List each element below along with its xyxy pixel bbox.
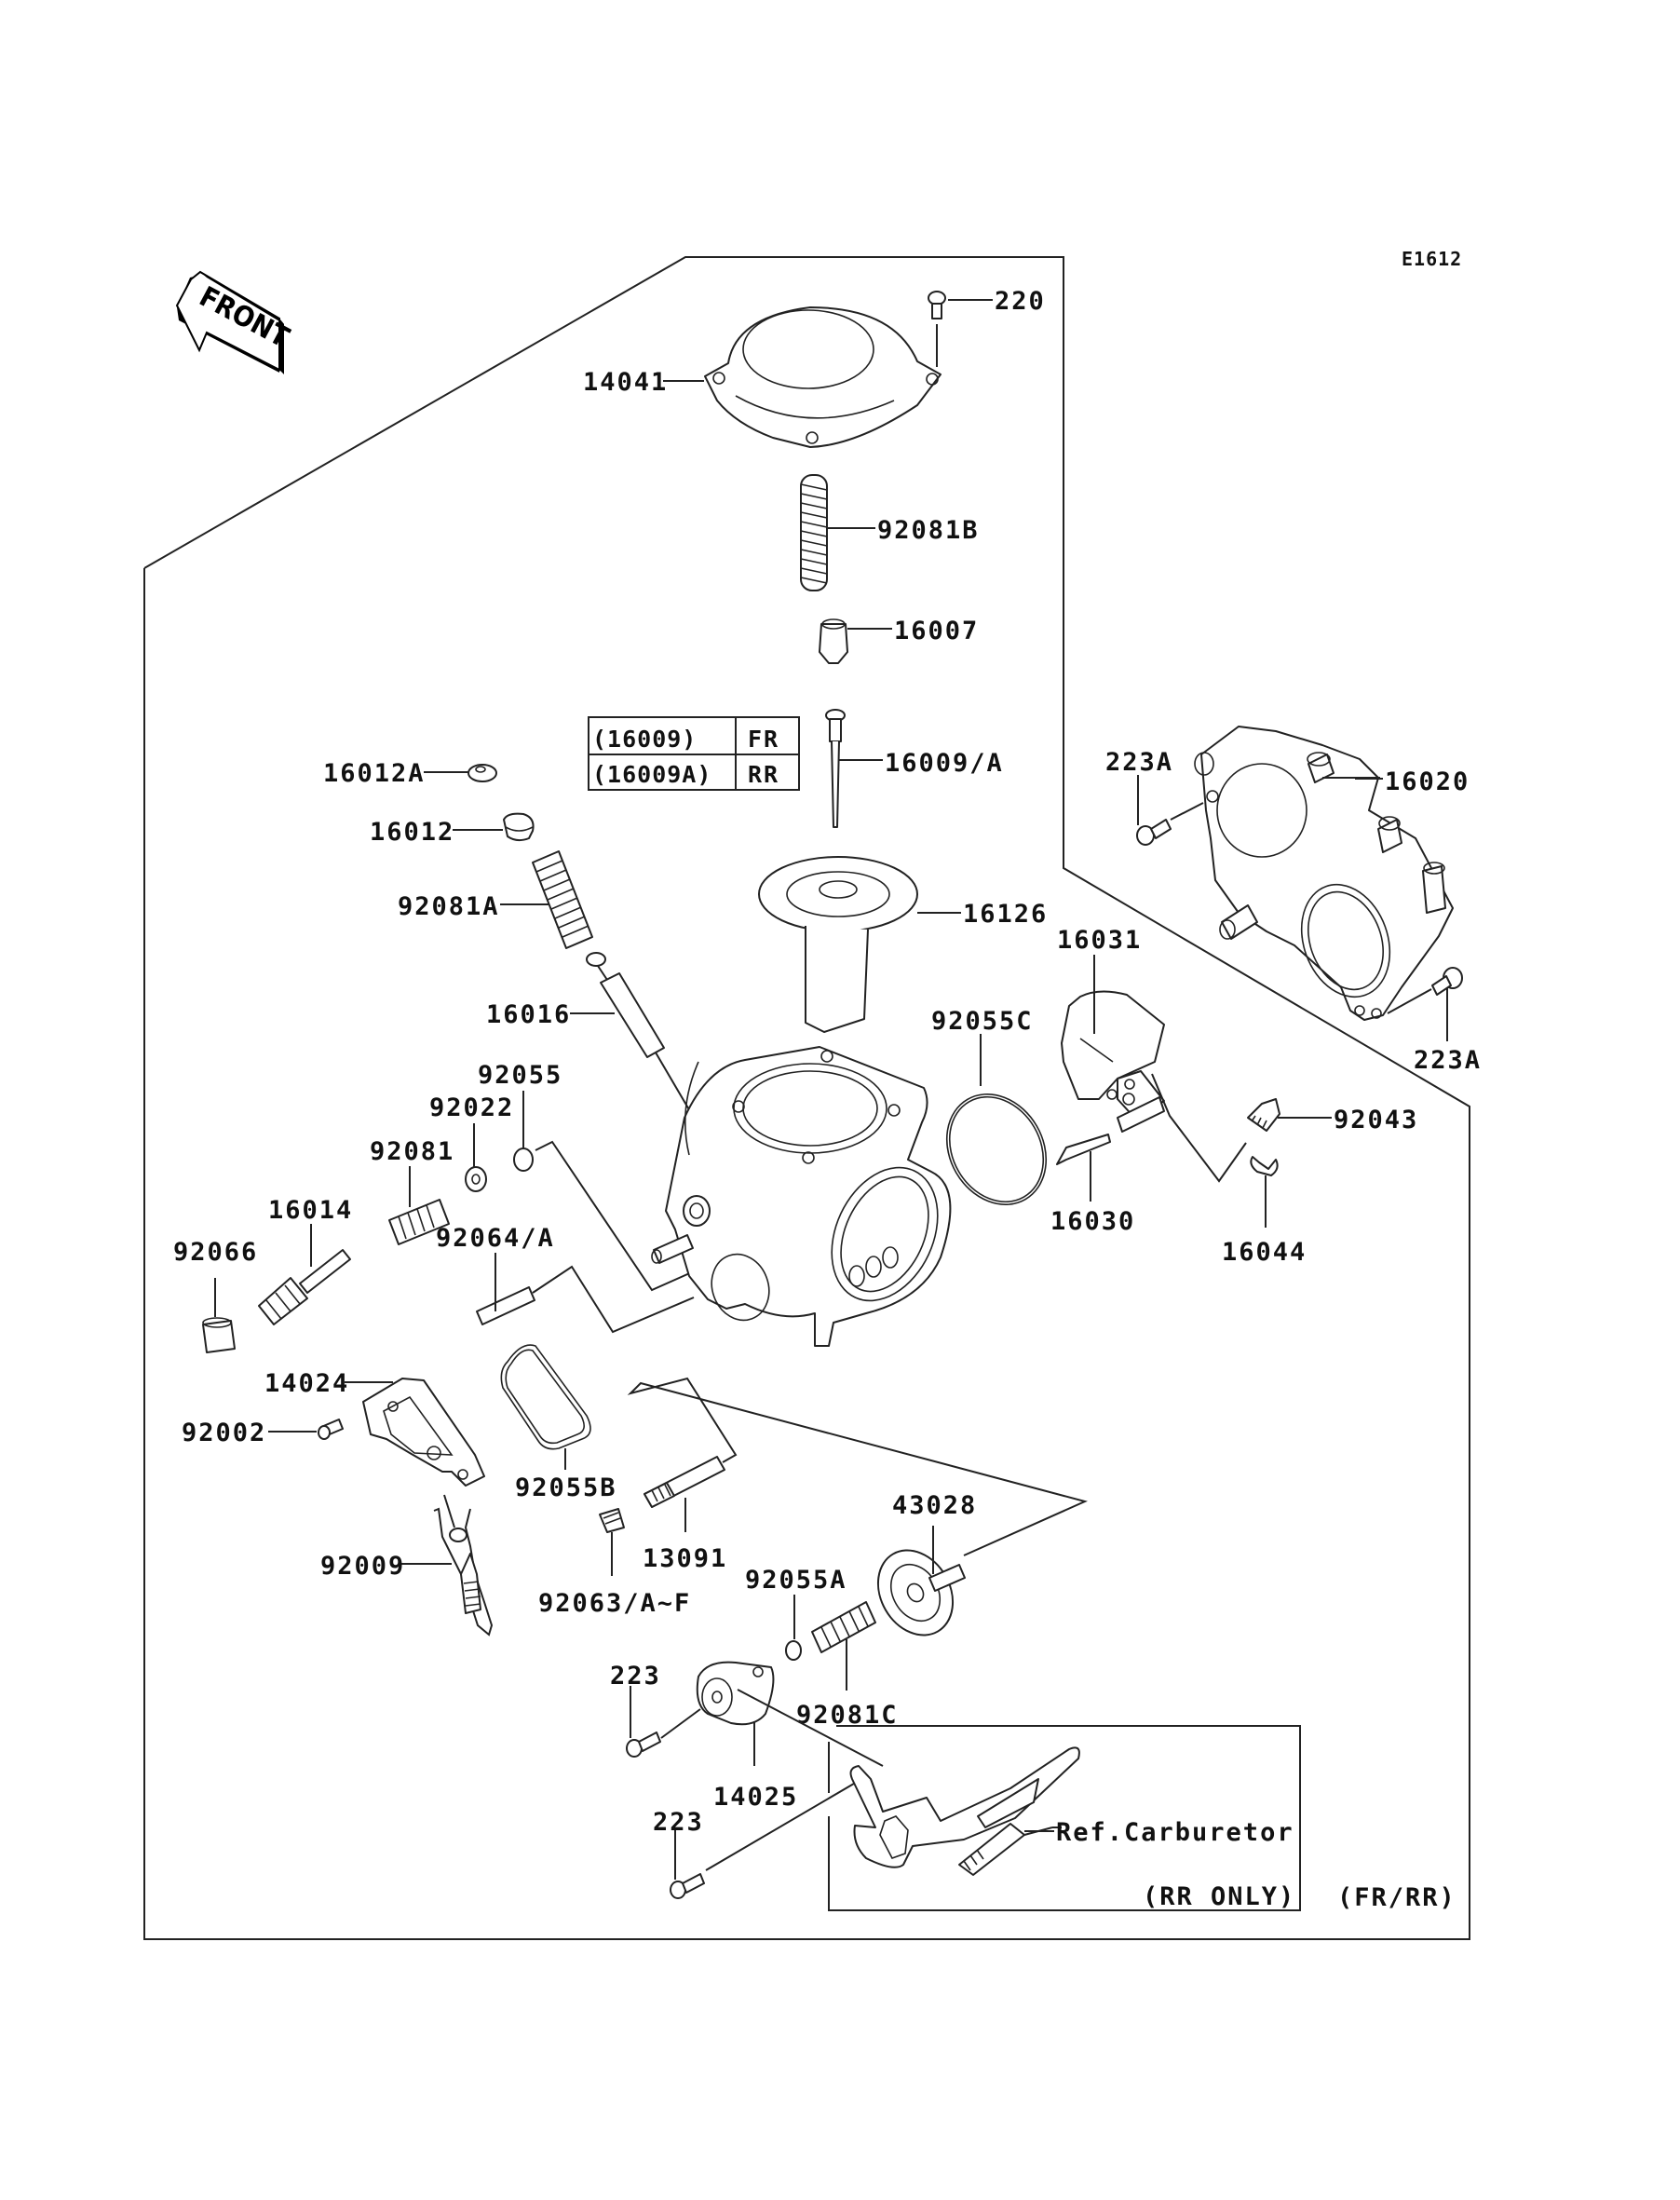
label-220: 220 xyxy=(995,287,1046,316)
part-92066: 92066 xyxy=(173,1238,258,1353)
label-16126: 16126 xyxy=(963,900,1048,929)
carburetor-body xyxy=(651,1046,952,1347)
part-16020: 16020 xyxy=(1194,726,1470,1021)
label-16012A: 16012A xyxy=(323,759,426,788)
label-92066: 92066 xyxy=(173,1238,258,1267)
variant-position-2: RR xyxy=(748,761,779,788)
part-16014: 16014 xyxy=(258,1196,353,1325)
part-92002: 92002 xyxy=(182,1419,344,1447)
label-92009: 92009 xyxy=(320,1552,405,1581)
reference-box: Ref.Carburetor (RR ONLY) xyxy=(828,1725,1301,1911)
front-arrow-icon: FRONT xyxy=(175,270,294,374)
part-16031: 16031 xyxy=(1057,926,1247,1183)
label-14024: 14024 xyxy=(264,1369,349,1398)
part-223A-bottom: 223A xyxy=(1387,967,1482,1075)
label-13091: 13091 xyxy=(643,1544,727,1573)
reference-label: Ref.Carburetor xyxy=(1056,1818,1294,1847)
label-16014: 16014 xyxy=(268,1196,353,1225)
label-16020: 16020 xyxy=(1385,767,1470,796)
label-14041: 14041 xyxy=(583,368,668,397)
part-92081: 92081 xyxy=(370,1137,454,1245)
part-14025: 14025 xyxy=(696,1661,884,1812)
part-16044: 16044 xyxy=(1222,1156,1307,1267)
part-92081A: 92081A xyxy=(398,850,593,949)
part-16009-A: 16009/A xyxy=(825,709,1004,828)
part-92022: 92022 xyxy=(429,1093,514,1192)
label-92002: 92002 xyxy=(182,1419,266,1447)
part-14024: 14024 xyxy=(264,1369,485,1487)
part-92055B: 92055B xyxy=(500,1344,617,1502)
label-43028: 43028 xyxy=(892,1491,977,1520)
label-92055A: 92055A xyxy=(745,1566,847,1595)
label-92055C: 92055C xyxy=(931,1007,1034,1036)
part-92081B: 92081B xyxy=(800,474,980,591)
label-92081B: 92081B xyxy=(877,516,980,545)
part-92064-A: 92064/A xyxy=(436,1224,695,1334)
part-92055A: 92055A xyxy=(745,1566,847,1661)
label-16031: 16031 xyxy=(1057,926,1142,955)
part-223A-top: 223A xyxy=(1105,748,1204,846)
label-223A-top: 223A xyxy=(1105,748,1173,777)
part-92055: 92055 xyxy=(478,1061,695,1292)
part-13091: 13091 xyxy=(627,1377,1088,1573)
label-14025: 14025 xyxy=(713,1783,798,1812)
part-223-top: 223 xyxy=(610,1662,701,1758)
part-220: 220 xyxy=(928,287,1046,367)
label-92081A: 92081A xyxy=(398,892,500,921)
variant-part-1: (16009) xyxy=(592,726,697,753)
label-92063-A-F: 92063/A~F xyxy=(538,1589,691,1618)
part-14041: 14041 xyxy=(583,306,942,448)
label-92081: 92081 xyxy=(370,1137,454,1166)
variant-part-2: (16009A) xyxy=(592,761,711,788)
label-223A-bottom: 223A xyxy=(1414,1046,1482,1075)
part-223-bottom: 223 xyxy=(653,1780,860,1899)
label-92081C: 92081C xyxy=(796,1701,899,1730)
label-223-top: 223 xyxy=(610,1662,661,1691)
variant-note: (FR/RR) xyxy=(1337,1883,1456,1912)
label-92055: 92055 xyxy=(478,1061,562,1090)
label-16007: 16007 xyxy=(894,617,979,645)
part-43028: 43028 xyxy=(876,1491,977,1636)
label-16009-A: 16009/A xyxy=(885,749,1004,778)
part-92055C: 92055C xyxy=(931,1007,1048,1206)
label-92064-A: 92064/A xyxy=(436,1224,555,1253)
part-16030: 92043 xyxy=(1247,1098,1418,1134)
label-223-bottom: 223 xyxy=(653,1808,704,1837)
part-16007: 16007 xyxy=(819,617,979,664)
diagram-frame xyxy=(143,256,1470,1940)
diagram-code: E1612 xyxy=(1402,248,1462,270)
reference-note: (RR ONLY) xyxy=(1143,1882,1295,1911)
label-16030: 92043 xyxy=(1334,1106,1418,1134)
part-92081C: 92081C xyxy=(796,1601,899,1730)
label-92022: 92022 xyxy=(429,1093,514,1122)
part-16012A: 16012A xyxy=(323,759,497,788)
label-16012: 16012 xyxy=(370,818,454,847)
part-92063-A-F: 92063/A~F xyxy=(538,1508,691,1618)
label-92055B: 92055B xyxy=(515,1473,617,1502)
variant-table: (16009) FR (16009A) RR xyxy=(588,716,800,791)
part-16012: 16012 xyxy=(370,812,535,847)
part-16016: 16016 xyxy=(486,952,695,1119)
part-92043: 16030 xyxy=(1050,1134,1135,1236)
variant-position-1: FR xyxy=(748,726,779,753)
part-92009: 92009 xyxy=(320,1494,494,1636)
label-92043: 16030 xyxy=(1050,1207,1135,1236)
label-16044: 16044 xyxy=(1222,1238,1307,1267)
label-16016: 16016 xyxy=(486,1000,571,1029)
part-16126: 16126 xyxy=(758,856,1048,1033)
